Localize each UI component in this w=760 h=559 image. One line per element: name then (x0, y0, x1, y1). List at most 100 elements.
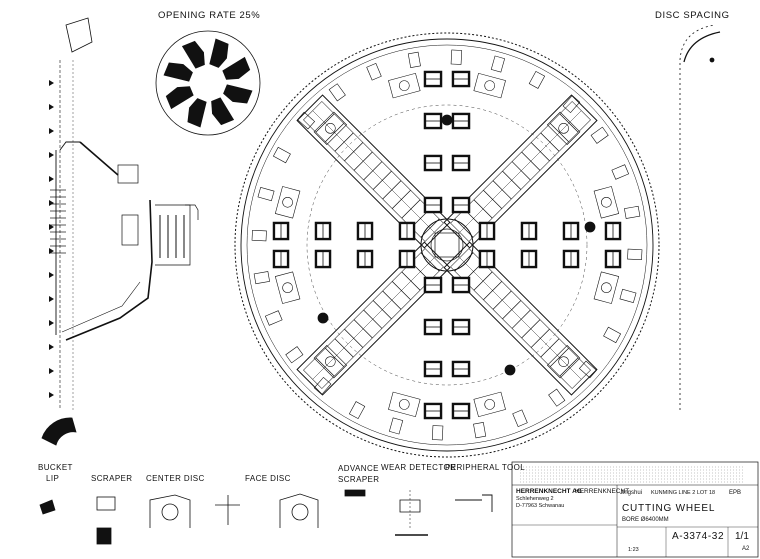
address-street: Schlehenweg 2 (516, 496, 554, 502)
center-disc-detail (149, 494, 191, 528)
company-name: HERRENKNECHT AG (516, 488, 582, 495)
disc-spacing-heading: DISC SPACING (655, 10, 730, 21)
peripheral-pocket (251, 229, 267, 242)
section-arm-lower (65, 199, 153, 341)
section-arrow (49, 128, 54, 134)
section-arm-inner (61, 281, 141, 333)
peripheral-pocket (619, 288, 637, 304)
face-disc-detail (279, 493, 319, 528)
project-detail: KUNMING LINE 2 LOT 18 (651, 490, 716, 496)
paper-format: A2 (742, 546, 750, 552)
peripheral-pocket (297, 111, 316, 130)
peripheral-pocket (528, 70, 546, 89)
peripheral-pocket (603, 326, 622, 344)
wear-detector-detail (399, 499, 421, 513)
revision: EPB (729, 490, 742, 496)
opening-slot (223, 84, 253, 104)
lip-detail (39, 499, 56, 515)
bracket-bolt (325, 356, 336, 367)
company-logo-text: HERRENKNECHT (575, 488, 630, 495)
bracket-bolt (484, 80, 496, 91)
injection-port (584, 221, 596, 233)
bracket-bolt (601, 196, 612, 208)
opening-slot (181, 40, 205, 69)
opening-slot-shape (222, 56, 251, 80)
cutting-wheel (234, 32, 660, 458)
opening-slot-shape (209, 38, 229, 68)
disc-cutter-row (423, 276, 471, 420)
section-arrow (49, 152, 54, 158)
face-disc-side (215, 495, 240, 525)
bracket-bolt (282, 282, 293, 294)
section-frame (55, 141, 80, 335)
spoke-outline (443, 94, 598, 249)
injection-port (504, 364, 516, 376)
spoke-arm (443, 241, 598, 396)
scraper-bracket (388, 391, 421, 418)
address-city: D-77963 Schwanau (516, 503, 565, 509)
disc-cutter-row (272, 221, 416, 269)
section-arrow (49, 176, 54, 182)
section-arrow (49, 248, 54, 254)
opening-slot (211, 97, 235, 126)
lip-label: LIP (46, 474, 60, 483)
drawing-title: CUTTING WHEEL (622, 503, 716, 514)
section-detail-box (155, 204, 191, 266)
peripheral-pocket (578, 360, 597, 379)
peripheral-pocket (627, 248, 643, 261)
bracket-bolt (601, 282, 612, 294)
scraper-bracket (473, 391, 506, 418)
section-arrow (49, 368, 54, 374)
peripheral-pocket (548, 388, 566, 407)
tool-detail-icons (39, 489, 493, 545)
section-arm-upper (79, 141, 119, 176)
section-arrow (49, 104, 54, 110)
peripheral-pocket (285, 346, 304, 364)
disc-cutter-row (423, 70, 471, 214)
spoke-centerline (459, 257, 582, 380)
scraper-detail-2 (96, 527, 112, 545)
bracket-bolt (484, 399, 496, 410)
bracket-bolt (282, 196, 293, 208)
spoke-arm (443, 94, 598, 249)
center-disc-wheel (161, 503, 179, 521)
scraper-bracket (593, 271, 620, 304)
peripheral-pocket (313, 376, 332, 395)
peripheral-pocket (590, 126, 609, 144)
wear-detector-label: WEAR DETECTOR (381, 463, 457, 472)
opening-slot (222, 56, 251, 80)
disc-cutter-row (478, 221, 622, 269)
peripheral-tool-label: PERIPHERAL TOOL (445, 463, 526, 472)
scraper-bracket (593, 186, 620, 219)
section-cutter-block (117, 164, 139, 184)
section-top-block (65, 17, 93, 53)
wheel-outer-ring (240, 38, 654, 452)
bucket-symbol (41, 417, 77, 446)
face-disc-label: FACE DISC (245, 474, 291, 483)
peripheral-pocket (388, 417, 404, 435)
opening-slot (209, 38, 229, 68)
opening-slot-shape (165, 86, 194, 110)
opening-rate-icon (155, 30, 261, 136)
bracket-bolt (558, 123, 569, 134)
peripheral-pocket (272, 146, 291, 164)
section-arrow (49, 296, 54, 302)
spoke-outline (296, 241, 451, 396)
section-arrow (49, 320, 54, 326)
project-name: Jingshui (620, 490, 643, 496)
peripheral-tool-detail (455, 494, 493, 512)
title-block-frame (511, 461, 759, 558)
scraper-detail (96, 496, 116, 511)
center-hub (420, 218, 474, 272)
disc-spacing-arc (683, 31, 721, 63)
scraper-bracket (274, 271, 301, 304)
disc-spacing-curve (679, 24, 716, 410)
peripheral-pocket (253, 271, 270, 285)
wheel-outer-dotted (234, 32, 660, 458)
peripheral-pocket (348, 401, 366, 420)
peripheral-pocket (450, 49, 463, 65)
section-arrow (49, 80, 54, 86)
section-arrow (49, 272, 54, 278)
peripheral-pocket (431, 425, 444, 441)
